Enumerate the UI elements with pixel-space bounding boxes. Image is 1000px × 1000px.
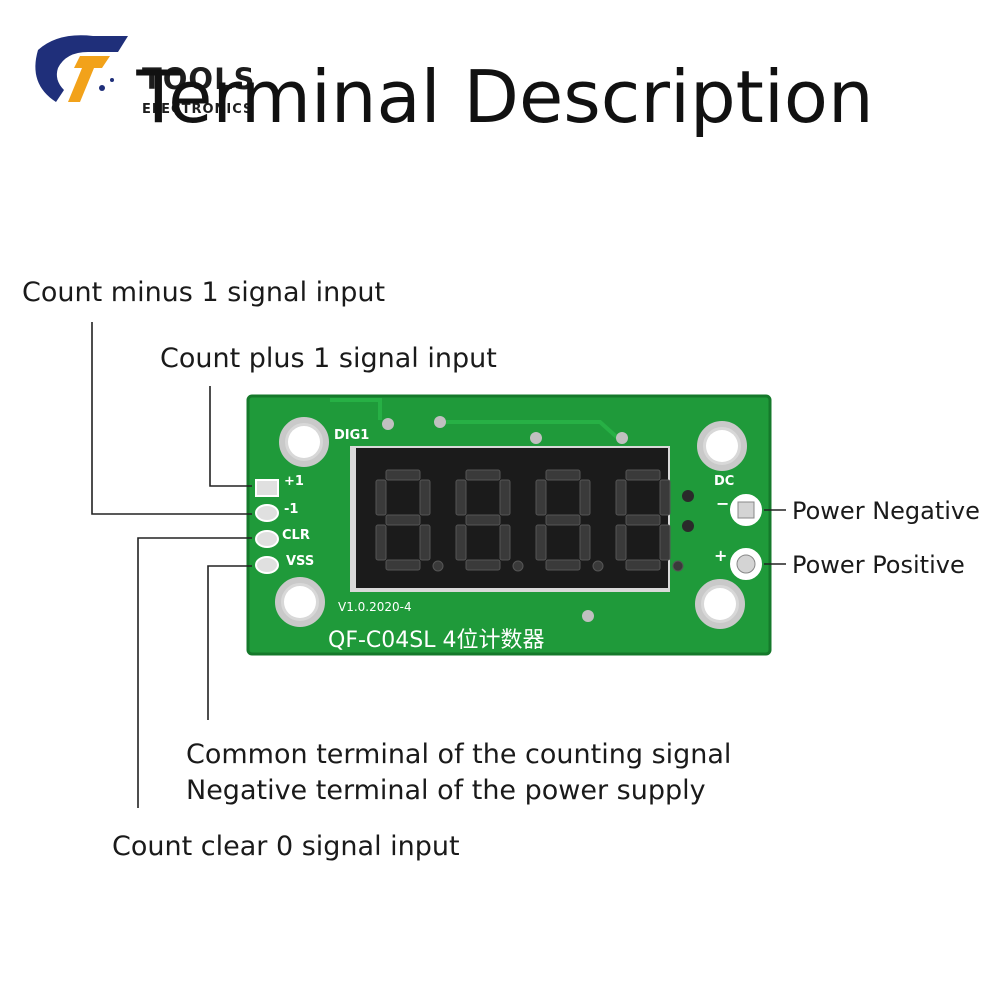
- silk-version: V1.0.2020-4: [338, 600, 412, 614]
- digit-1-decimal-point: [432, 560, 444, 572]
- digit-3-segment-c: [579, 524, 591, 561]
- page-title: Terminal Description: [136, 55, 874, 139]
- digit-4-segment-d: [625, 559, 661, 571]
- digit-2-segment-e: [455, 524, 467, 561]
- label-power-negative: Power Negative: [792, 497, 980, 525]
- digit-1-segment-g: [385, 514, 421, 526]
- pin-label-plus1: +1: [284, 474, 304, 489]
- digit-1-segment-b: [419, 479, 431, 516]
- digit-3-segment-e: [535, 524, 547, 561]
- label-power-positive: Power Positive: [792, 551, 965, 579]
- silk-dig1: DIG1: [334, 428, 370, 443]
- digit-4-segment-g: [625, 514, 661, 526]
- logo-word-tools: TOOLS: [142, 62, 256, 96]
- pin-label-minus1: -1: [284, 502, 299, 517]
- digit-1-segment-c: [419, 524, 431, 561]
- digit-3-segment-g: [545, 514, 581, 526]
- digit-4-segment-f: [615, 479, 627, 516]
- digit-1-segment-a: [385, 469, 421, 481]
- digit-2-segment-g: [465, 514, 501, 526]
- display-digits: [375, 469, 684, 572]
- digit-2-segment-d: [465, 559, 501, 571]
- digit-2-segment-f: [455, 479, 467, 516]
- digit-2-segment-c: [499, 524, 511, 561]
- digit-4-decimal-point: [672, 560, 684, 572]
- label-count-plus: Count plus 1 signal input: [160, 343, 497, 374]
- digit-3-segment-b: [579, 479, 591, 516]
- digit-2-segment-b: [499, 479, 511, 516]
- digit-3-segment-d: [545, 559, 581, 571]
- logo-word-electronics: ELECTRONICS: [142, 102, 254, 117]
- mounting-holes: [275, 417, 747, 629]
- label-count-clear: Count clear 0 signal input: [112, 831, 460, 862]
- silk-model: QF-C04SL 4位计数器: [328, 628, 545, 653]
- digit-1-segment-e: [375, 524, 387, 561]
- digit-4-segment-b: [659, 479, 671, 516]
- silk-dc-plus: +: [714, 546, 728, 565]
- silk-dc: DC: [714, 474, 735, 489]
- label-common-terminal: Common terminal of the counting signal: [186, 739, 732, 770]
- digit-4-segment-c: [659, 524, 671, 561]
- pin-label-vss: VSS: [286, 554, 315, 569]
- digit-2-segment-a: [465, 469, 501, 481]
- digit-4-segment-a: [625, 469, 661, 481]
- digit-3-decimal-point: [592, 560, 604, 572]
- digit-2-decimal-point: [512, 560, 524, 572]
- digit-3-segment-a: [545, 469, 581, 481]
- pin-label-clr: CLR: [282, 528, 310, 543]
- digit-3-segment-f: [535, 479, 547, 516]
- logo-mark-icon: [35, 35, 128, 102]
- digit-1-segment-d: [385, 559, 421, 571]
- label-count-minus: Count minus 1 signal input: [22, 277, 386, 308]
- digit-1-segment-f: [375, 479, 387, 516]
- digit-4-segment-e: [615, 524, 627, 561]
- brand-logo: TOOLS ELECTRONICS: [18, 22, 258, 117]
- label-negative-terminal: Negative terminal of the power supply: [186, 775, 706, 806]
- silk-dc-minus: −: [716, 494, 730, 513]
